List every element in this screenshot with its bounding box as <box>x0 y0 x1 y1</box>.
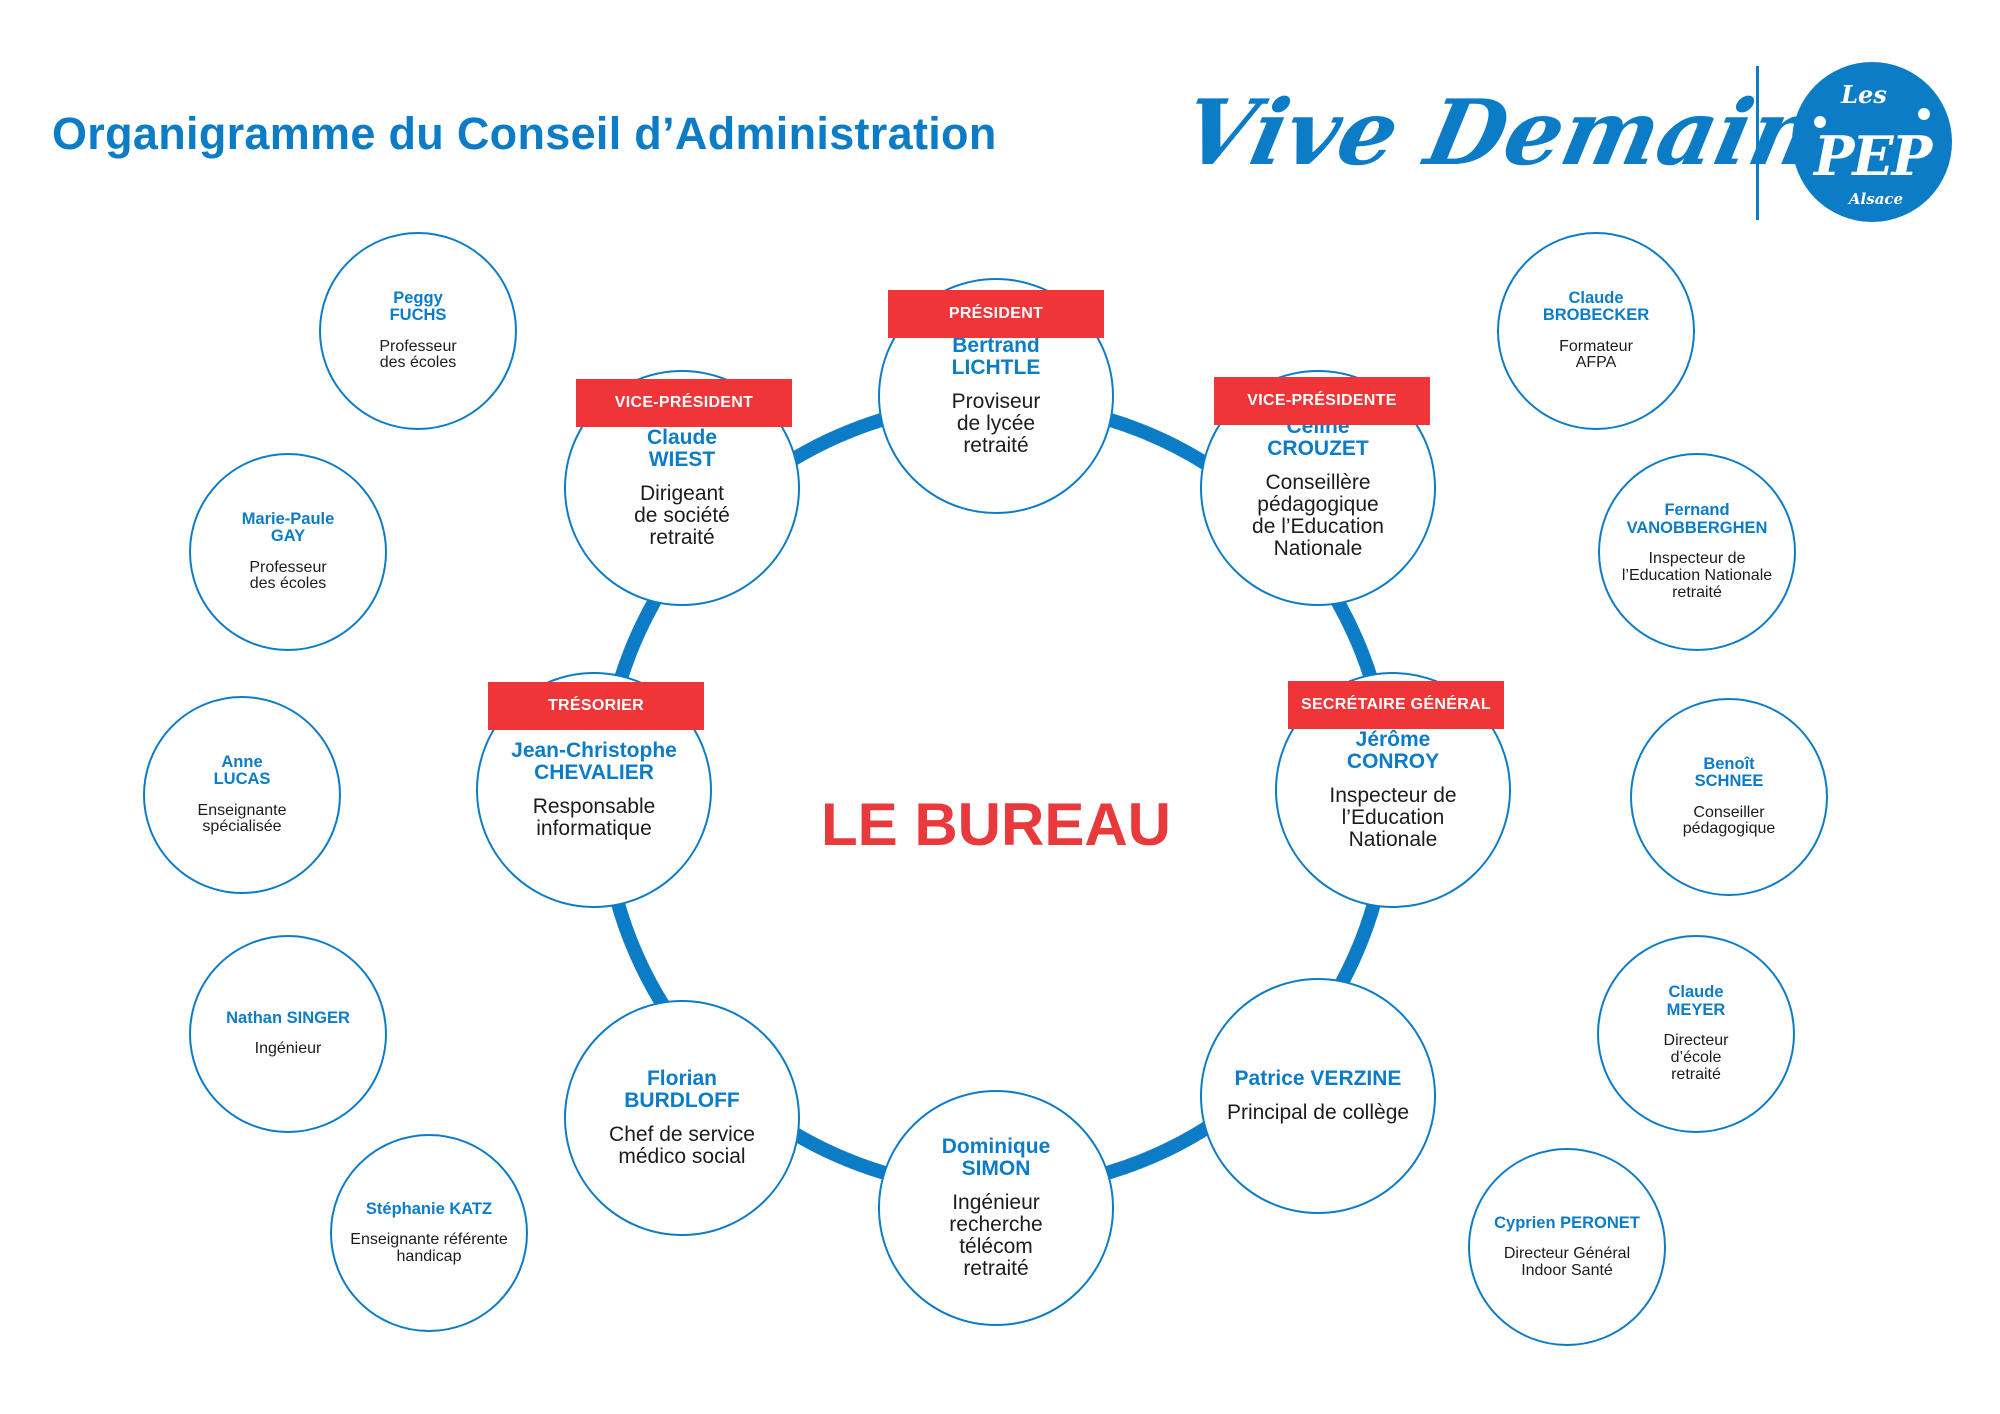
member-job: Responsable informatique <box>532 795 656 841</box>
role-banner-secretaire-general: SECRÉTAIRE GÉNÉRAL <box>1288 681 1504 729</box>
administrator-name: Cyprien PERONET <box>1494 1213 1640 1232</box>
member-job: Inspecteur de l’Education Nationale <box>1329 783 1457 852</box>
administrator-name: Marie-Paule GAY <box>241 509 335 546</box>
administrator-name: Peggy FUCHS <box>389 288 447 325</box>
administrator-job: Directeur d’école retraité <box>1663 1032 1729 1083</box>
administrator-name: Claude BROBECKER <box>1542 288 1650 325</box>
slogan: Vive Demain ! <box>1173 80 1899 186</box>
administrator-name: Fernand VANOBBERGHEN <box>1626 501 1768 537</box>
administrator-job: Professeur des écoles <box>249 558 327 593</box>
bureau-label: LE BUREAU <box>820 791 1171 858</box>
administrator-name: Benoît SCHNEE <box>1694 754 1764 791</box>
administrator-job: Enseignante spécialisée <box>197 801 287 836</box>
administrator-node: Fernand VANOBBERGHEN Inspecteur de l’Edu… <box>1598 453 1796 651</box>
administrator-job: Formateur AFPA <box>1559 337 1633 372</box>
administrator-node: Peggy FUCHS Professeur des écoles <box>319 232 517 430</box>
member-name: Jérôme CONROY <box>1346 727 1440 773</box>
administrator-job: Ingénieur <box>254 1040 322 1058</box>
member-job: Ingénieur recherche télécom retraité <box>949 1190 1043 1281</box>
administrator-job: Enseignante référente handicap <box>350 1230 508 1265</box>
role-banner-president: PRÉSIDENT <box>888 290 1104 338</box>
role-banner-vice-president: VICE-PRÉSIDENT <box>576 379 792 427</box>
member-job: Proviseur de lycée retraité <box>951 389 1041 458</box>
administrator-node: Anne LUCAS Enseignante spécialisée <box>143 696 341 894</box>
bureau-member: Patrice VERZINE Principal de collège <box>1200 978 1436 1214</box>
member-name: Florian BURDLOFF <box>624 1066 740 1112</box>
role-banner-tresorier: TRÉSORIER <box>488 682 704 730</box>
administrator-job: Professeur des écoles <box>379 337 457 372</box>
logo-text-top: Les <box>1841 80 1887 109</box>
logo-text-bottom: Alsace <box>1848 190 1904 208</box>
member-job: Dirigeant de société retraité <box>634 481 730 550</box>
administrator-name: Claude MEYER <box>1666 983 1726 1019</box>
member-job: Chef de service médico social <box>609 1123 755 1169</box>
administrator-job: Directeur Général Indoor Santé <box>1503 1244 1631 1279</box>
administrator-name: Anne LUCAS <box>213 752 271 789</box>
logo-text-middle: PEP <box>1813 124 1932 188</box>
administrator-job: Inspecteur de l’Education Nationale retr… <box>1621 550 1773 601</box>
administrator-name: Nathan SINGER <box>226 1008 350 1027</box>
logo-figure-dot <box>1918 108 1930 120</box>
bureau-member: Dominique SIMON Ingénieur recherche télé… <box>878 1090 1114 1326</box>
les-pep-alsace-logo: Les PEP Alsace <box>1792 62 1952 222</box>
page-title: Organigramme du Conseil d’Administration <box>52 108 997 159</box>
role-banner-vice-presidente: VICE-PRÉSIDENTE <box>1214 377 1430 425</box>
administrator-node: Claude MEYER Directeur d’école retraité <box>1597 935 1795 1133</box>
member-name: Claude WIEST <box>646 425 717 471</box>
administrator-job: Conseiller pédagogique <box>1682 803 1776 838</box>
member-name: Bertrand LICHTLE <box>951 333 1041 379</box>
member-name: Jean-Christophe CHEVALIER <box>511 738 677 784</box>
administrator-node: Benoît SCHNEE Conseiller pédagogique <box>1630 698 1828 896</box>
member-job: Principal de collège <box>1226 1101 1410 1124</box>
bureau-member: Florian BURDLOFF Chef de service médico … <box>564 1000 800 1236</box>
logo-divider <box>1756 66 1759 220</box>
administrator-node: Cyprien PERONET Directeur Général Indoor… <box>1468 1148 1666 1346</box>
administrator-node: Stéphanie KATZ Enseignante référente han… <box>330 1134 528 1332</box>
administrator-node: Claude BROBECKER Formateur AFPA <box>1497 232 1695 430</box>
administrator-node: Nathan SINGER Ingénieur <box>189 935 387 1133</box>
member-name: Dominique SIMON <box>941 1134 1051 1180</box>
administrator-node: Marie-Paule GAY Professeur des écoles <box>189 453 387 651</box>
member-name: Patrice VERZINE <box>1234 1066 1402 1090</box>
logo-figure-dot <box>1814 116 1826 128</box>
administrator-name: Stéphanie KATZ <box>365 1199 493 1218</box>
member-job: Conseillère pédagogique de l’Education N… <box>1252 470 1384 561</box>
